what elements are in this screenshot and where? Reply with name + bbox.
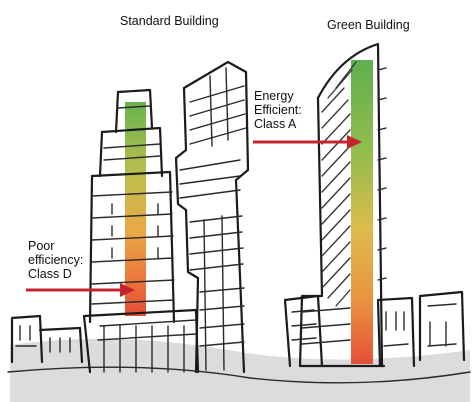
green-callout-arrow <box>253 135 362 149</box>
green-annotation-line-1: Energy <box>254 89 294 103</box>
standard-building-tower <box>82 88 200 374</box>
low-buildings-right <box>283 290 466 368</box>
green-building-heading: Green Building <box>327 18 410 32</box>
green-annotation: Energy Efficient: Class A <box>254 89 302 131</box>
standard-callout-arrow <box>26 283 135 297</box>
standard-annotation-line-2: efficiency: <box>28 253 84 267</box>
green-building-tower <box>298 42 387 368</box>
standard-annotation-line-3: Class D <box>28 267 72 281</box>
standard-annotation: Poor efficiency: Class D <box>28 239 83 281</box>
standard-annotation-line-1: Poor <box>28 239 55 253</box>
standard-building-energy-bar <box>125 102 146 316</box>
low-buildings-left <box>10 314 84 364</box>
green-building-energy-bar <box>351 60 373 364</box>
standard-building-heading: Standard Building <box>120 14 219 28</box>
ground-line <box>7 366 471 384</box>
middle-building <box>174 60 250 374</box>
green-annotation-line-2: Efficient: <box>254 103 302 117</box>
ground-shading <box>10 338 470 402</box>
green-annotation-line-3: Class A <box>254 117 297 131</box>
